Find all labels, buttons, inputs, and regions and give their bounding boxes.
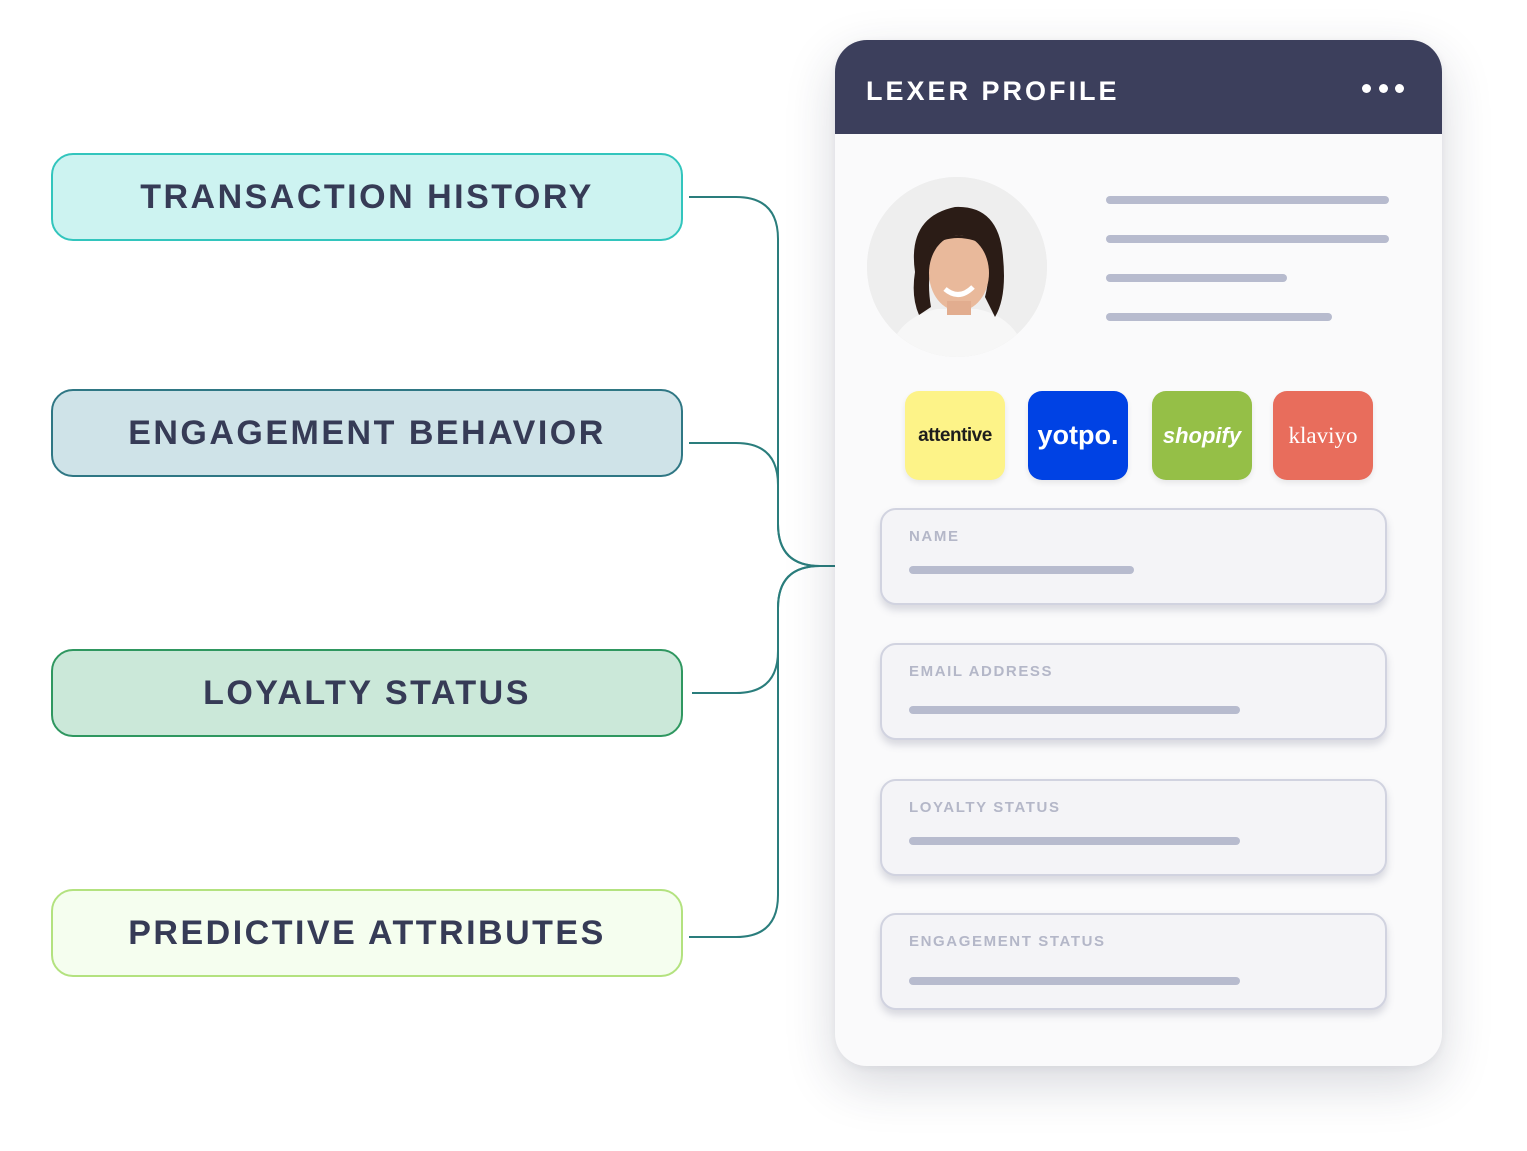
attribute-label: ENGAGEMENT BEHAVIOR [128,413,606,452]
more-dot [1378,84,1388,93]
field-value-placeholder [909,977,1240,985]
yotpo-logo-label: yotpo. [1037,420,1119,450]
more-dot [1362,84,1371,93]
attribute-label: LOYALTY STATUS [203,673,531,712]
klaviyo-logo-label: klaviyo [1288,422,1358,448]
connector-loyalty [692,565,836,694]
attribute-pill-engagement-behavior: ENGAGEMENT BEHAVIOR [51,389,683,477]
attribute-pill-predictive-attributes: PREDICTIVE ATTRIBUTES [51,889,683,977]
shopify-logo-icon[interactable]: shopify [1152,391,1252,480]
profile-detail-line [1106,313,1332,321]
field-label: LOYALTY STATUS [909,799,1061,816]
field-label: EMAIL ADDRESS [909,663,1054,680]
connector-predictive [689,565,836,938]
profile-detail-line [1106,196,1389,204]
attribute-pill-loyalty-status: LOYALTY STATUS [51,649,683,737]
attribute-label: PREDICTIVE ATTRIBUTES [128,913,606,952]
field-value-placeholder [909,706,1240,714]
profile-card: LEXER PROFILE attentive yotpo. shopify k… [835,40,1442,1066]
profile-card-header: LEXER PROFILE [835,40,1442,134]
profile-detail-line [1106,274,1287,282]
attentive-logo-label: attentive [918,424,992,446]
shopify-logo-label: shopify [1162,422,1242,448]
klaviyo-logo-icon[interactable]: klaviyo [1273,391,1373,480]
field-value-placeholder [909,837,1240,845]
attentive-logo-icon[interactable]: attentive [905,391,1005,480]
name-field[interactable]: NAME [880,508,1387,605]
connector-group [689,196,836,938]
connector-transaction [689,196,836,567]
connector-engagement [689,442,836,567]
field-label: NAME [909,528,960,545]
avatar-photo-icon [867,177,1047,357]
attribute-pill-transaction-history: TRANSACTION HISTORY [51,153,683,241]
engagement-status-field[interactable]: ENGAGEMENT STATUS [880,913,1387,1010]
email-field[interactable]: EMAIL ADDRESS [880,643,1387,740]
more-options-icon[interactable] [1362,84,1404,94]
field-value-placeholder [909,566,1134,574]
loyalty-status-field[interactable]: LOYALTY STATUS [880,779,1387,876]
field-label: ENGAGEMENT STATUS [909,933,1106,950]
more-dot [1395,84,1404,93]
profile-detail-line [1106,235,1389,243]
attribute-label: TRANSACTION HISTORY [140,177,594,216]
avatar [867,177,1047,357]
profile-title: LEXER PROFILE [866,76,1120,106]
yotpo-logo-icon[interactable]: yotpo. [1028,391,1128,480]
